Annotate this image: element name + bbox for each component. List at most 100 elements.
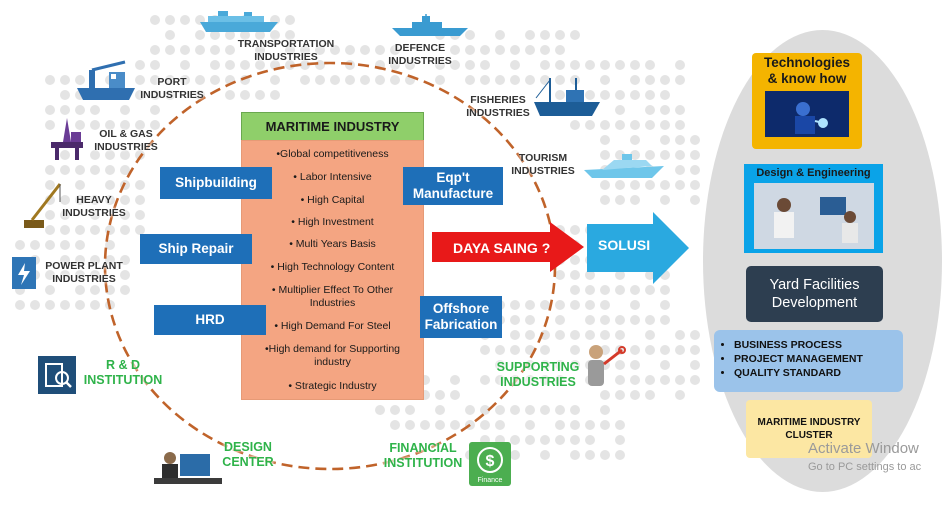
map-dot xyxy=(525,360,535,370)
map-dot xyxy=(675,390,685,400)
map-dot xyxy=(255,45,265,55)
map-dot xyxy=(150,120,160,130)
map-dot xyxy=(645,270,655,280)
solusi-label: SOLUSI xyxy=(598,237,651,253)
map-dot xyxy=(225,90,235,100)
map-dot xyxy=(585,90,595,100)
map-dot xyxy=(165,15,175,25)
map-dot xyxy=(75,75,85,85)
map-dot xyxy=(75,285,85,295)
map-dot xyxy=(675,330,685,340)
process-item: QUALITY STANDARD xyxy=(734,366,903,380)
map-dot xyxy=(495,75,505,85)
process-card: BUSINESS PROCESS PROJECT MANAGEMENT QUAL… xyxy=(714,330,903,392)
tech-card: Technologies & know how xyxy=(752,53,862,149)
map-dot xyxy=(585,285,595,295)
map-dot xyxy=(540,450,550,460)
map-dot xyxy=(300,45,310,55)
map-dot xyxy=(270,75,280,85)
map-dot xyxy=(600,75,610,85)
engineers-photo-icon xyxy=(753,183,874,249)
port-crane-icon xyxy=(77,60,135,100)
map-dot xyxy=(570,330,580,340)
map-dot xyxy=(135,225,145,235)
map-dot xyxy=(90,255,100,265)
map-dot xyxy=(120,150,130,160)
map-dot xyxy=(555,315,565,325)
map-dot xyxy=(120,225,130,235)
map-dot xyxy=(45,285,55,295)
map-dot xyxy=(75,255,85,265)
map-dot xyxy=(630,375,640,385)
map-dot xyxy=(630,135,640,145)
map-dot xyxy=(105,165,115,175)
map-dot xyxy=(255,60,265,70)
map-dot xyxy=(690,165,700,175)
map-dot xyxy=(570,255,580,265)
map-dot xyxy=(165,30,175,40)
map-dot xyxy=(150,105,160,115)
map-dot xyxy=(540,45,550,55)
map-dot xyxy=(255,90,265,100)
fishing-boat-icon xyxy=(534,78,600,116)
map-dot xyxy=(30,240,40,250)
daya-saing-arrow xyxy=(432,222,584,272)
map-dot xyxy=(60,105,70,115)
map-dot xyxy=(540,300,550,310)
map-dot xyxy=(495,375,505,385)
map-dot xyxy=(555,300,565,310)
map-dot xyxy=(645,330,655,340)
map-dot xyxy=(615,285,625,295)
map-dot xyxy=(690,195,700,205)
map-dot xyxy=(90,270,100,280)
map-dot xyxy=(525,315,535,325)
map-dot xyxy=(225,60,235,70)
map-dot xyxy=(165,45,175,55)
map-dot xyxy=(135,210,145,220)
map-dot xyxy=(660,375,670,385)
map-dot xyxy=(210,60,220,70)
map-dot xyxy=(645,75,655,85)
supporting-label: SUPPORTING INDUSTRIES xyxy=(496,360,580,389)
map-dot xyxy=(495,45,505,55)
map-dot xyxy=(285,30,295,40)
maritime-item: •High demand for Supporting industry xyxy=(264,343,400,368)
maritime-item: • Multi Years Basis xyxy=(289,238,376,250)
design-center-label: DESIGN CENTER xyxy=(222,440,274,469)
map-dot xyxy=(495,420,505,430)
map-dot xyxy=(450,420,460,430)
map-dot xyxy=(675,180,685,190)
map-dot xyxy=(90,165,100,175)
design-engineering-label: Design & Engineering xyxy=(756,167,871,179)
transportation-label: TRANSPORTATION INDUSTRIES xyxy=(237,38,335,63)
map-dot xyxy=(570,345,580,355)
map-dot xyxy=(60,195,70,205)
map-dot xyxy=(510,345,520,355)
map-dot xyxy=(630,315,640,325)
heavy-crane-icon xyxy=(24,183,62,228)
map-dot xyxy=(45,180,55,190)
map-dot xyxy=(180,15,190,25)
map-dot xyxy=(570,420,580,430)
maritime-item: • High Demand For Steel xyxy=(274,320,391,332)
map-dot xyxy=(135,195,145,205)
map-dot xyxy=(690,375,700,385)
map-dot xyxy=(90,225,100,235)
maritime-item: • High Technology Content xyxy=(270,261,395,273)
map-dot xyxy=(600,300,610,310)
map-dot xyxy=(75,165,85,175)
map-dot xyxy=(465,45,475,55)
map-dot xyxy=(225,45,235,55)
map-dot xyxy=(15,240,25,250)
map-dot xyxy=(435,405,445,415)
map-dot xyxy=(570,225,580,235)
map-dot xyxy=(60,90,70,100)
map-dot xyxy=(510,450,520,460)
map-dot xyxy=(615,450,625,460)
map-dot xyxy=(135,75,145,85)
map-dot xyxy=(90,120,100,130)
activate-windows-watermark: Activate Window xyxy=(808,440,919,457)
worker-tools-icon xyxy=(588,345,626,386)
map-dot xyxy=(390,405,400,415)
